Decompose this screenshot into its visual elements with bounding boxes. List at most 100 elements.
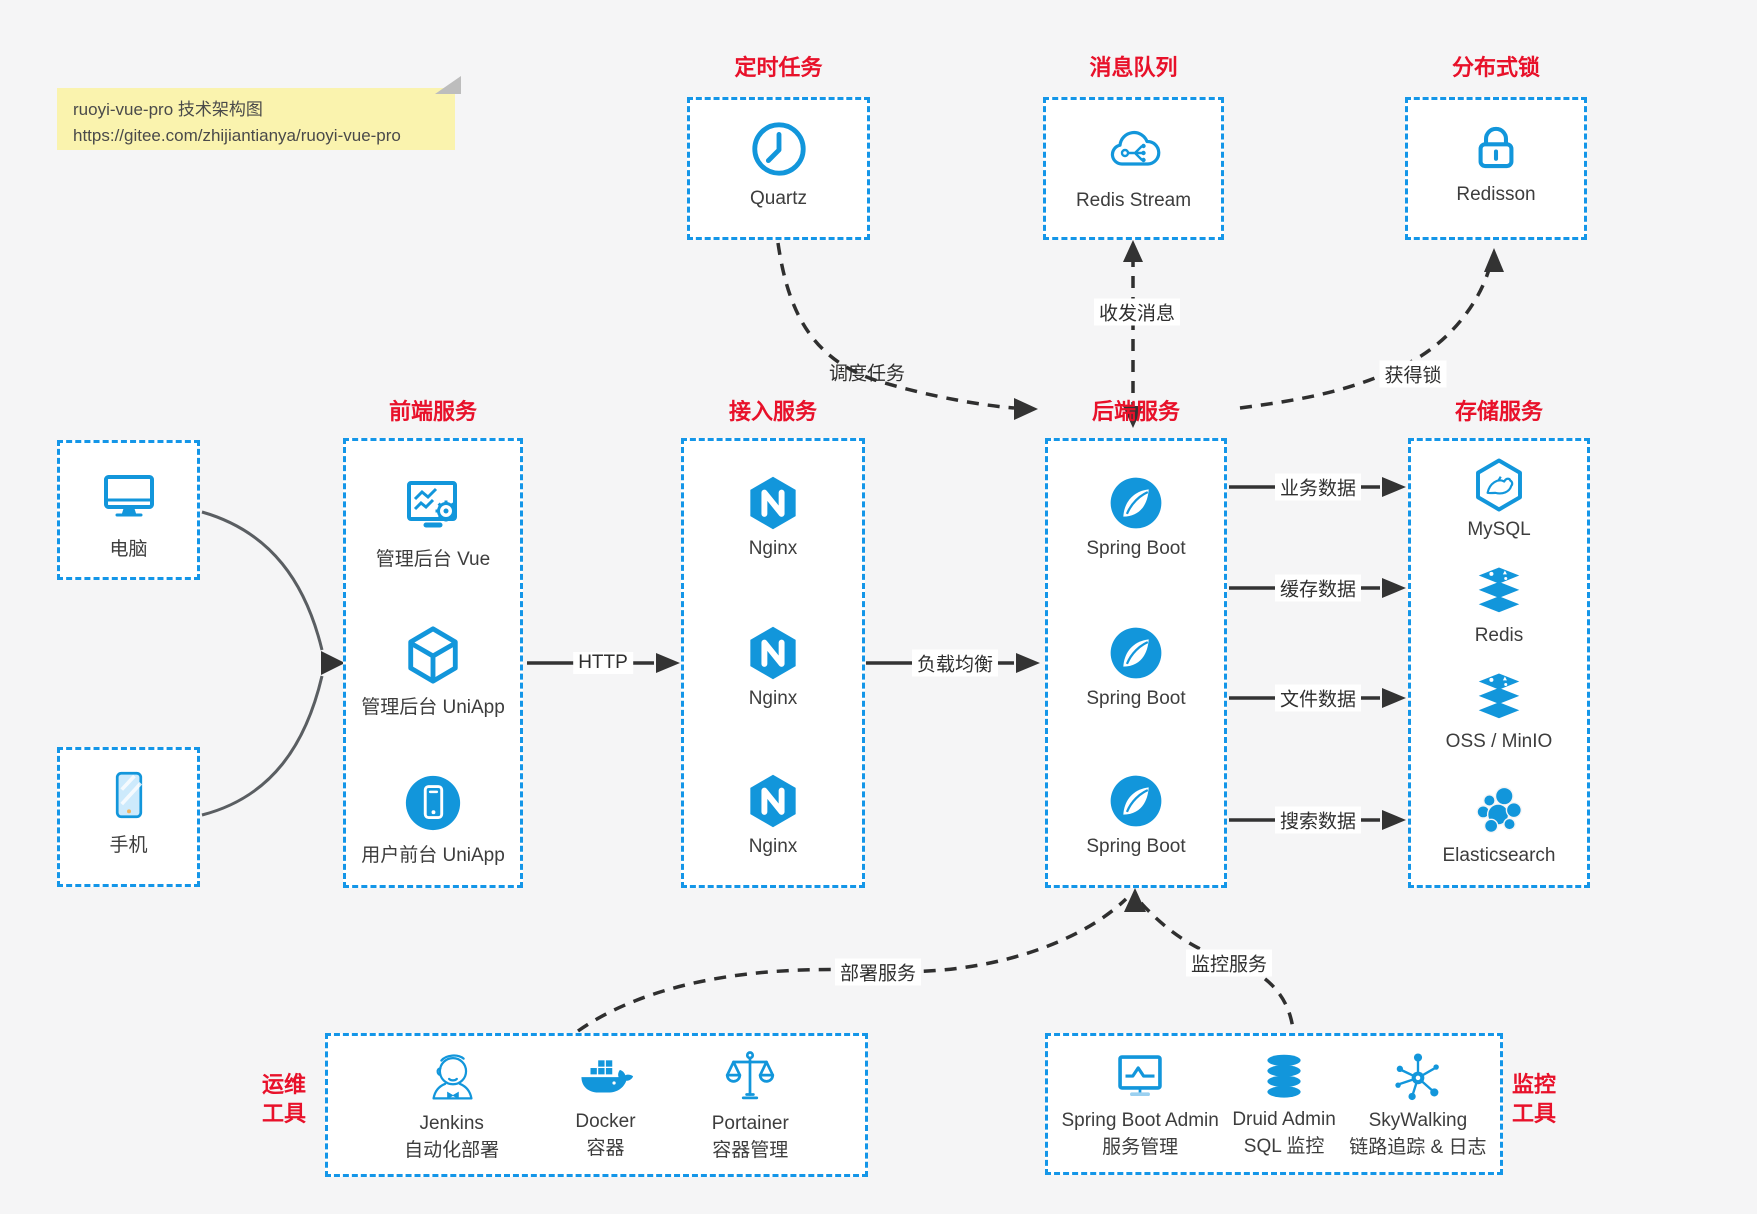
lock-icon bbox=[1467, 118, 1525, 176]
node-label-elasticsearch: Elasticsearch bbox=[1442, 845, 1556, 866]
edge-label-business-data: 业务数据 bbox=[1274, 473, 1362, 501]
sticky-note: ruoyi-vue-pro 技术架构图 https://gitee.com/zh… bbox=[57, 76, 461, 150]
node-sublabel-jenkins: 自动化部署 bbox=[404, 1140, 500, 1161]
client-label-phone: 手机 bbox=[109, 835, 148, 856]
nginx-icon bbox=[744, 474, 802, 532]
node-label-redis-stream: Redis Stream bbox=[1075, 190, 1192, 211]
docker-icon bbox=[576, 1049, 634, 1107]
node-label-mysql: MySQL bbox=[1467, 519, 1531, 540]
node-jenkins: Jenkins 自动化部署 bbox=[404, 1047, 499, 1163]
node-portainer: Portainer 容器管理 bbox=[712, 1047, 789, 1163]
node-user-uniapp: 用户前台 UniApp bbox=[346, 772, 520, 867]
node-label-oss-minio: OSS / MinIO bbox=[1445, 731, 1553, 752]
group-box-backend: Spring Boot Spring Boot Spring Boot bbox=[1045, 438, 1227, 888]
elasticsearch-icon bbox=[1471, 783, 1527, 839]
node-spring-boot-3: Spring Boot bbox=[1048, 772, 1224, 858]
database-icon bbox=[1256, 1049, 1312, 1105]
edge-http-arrowhead bbox=[656, 653, 680, 673]
edge-label-file-data: 文件数据 bbox=[1274, 684, 1362, 712]
group-title-distributed-lock: 分布式锁 bbox=[1451, 55, 1540, 80]
edge-label-cache-data: 缓存数据 bbox=[1274, 574, 1362, 602]
group-title-gateway: 接入服务 bbox=[728, 399, 817, 424]
spring-boot-icon bbox=[1107, 772, 1165, 830]
node-mysql: MySQL bbox=[1411, 457, 1587, 541]
spring-boot-icon bbox=[1107, 624, 1165, 682]
storage-stack-icon bbox=[1472, 671, 1526, 725]
ops-title-line1: 运维 bbox=[261, 1072, 306, 1097]
client-box-pc: 电脑 bbox=[57, 440, 200, 580]
edge-cache-data-arrowhead bbox=[1382, 578, 1406, 598]
edge-backend-bottom-arrowhead bbox=[1124, 888, 1146, 912]
node-label-skywalking: SkyWalking bbox=[1368, 1110, 1468, 1132]
node-redis: Redis bbox=[1411, 565, 1587, 647]
edge-message-arrowhead-up bbox=[1123, 240, 1143, 262]
edge-message-arrowhead-down bbox=[1123, 406, 1143, 428]
edge-label-search-data: 搜索数据 bbox=[1274, 806, 1362, 834]
group-box-gateway: Nginx Nginx Nginx bbox=[681, 438, 865, 888]
edge-load-balance-arrowhead bbox=[1016, 653, 1040, 673]
node-oss-minio: OSS / MinIO bbox=[1411, 671, 1587, 753]
edge-clients-arrowhead bbox=[321, 651, 345, 675]
desktop-icon bbox=[97, 464, 161, 528]
node-admin-vue: 管理后台 Vue bbox=[346, 474, 520, 571]
spring-boot-icon bbox=[1107, 474, 1165, 532]
group-title-message-queue: 消息队列 bbox=[1089, 55, 1178, 80]
group-title-backend: 后端服务 bbox=[1091, 399, 1180, 424]
note-fold-corner bbox=[435, 76, 461, 94]
skywalking-icon bbox=[1389, 1048, 1447, 1106]
edge-label-schedule-task: 调度任务 bbox=[828, 363, 906, 385]
group-box-distributed-lock: Redisson bbox=[1405, 97, 1587, 240]
group-box-scheduled-jobs: Quartz bbox=[687, 97, 870, 240]
note-title: ruoyi-vue-pro 技术架构图 bbox=[73, 100, 263, 119]
node-label-spring-boot-admin: Spring Boot Admin bbox=[1061, 1110, 1219, 1132]
edge-lock-arrowhead bbox=[1484, 248, 1504, 272]
node-label-admin-vue: 管理后台 Vue bbox=[375, 549, 491, 570]
node-label-spring-boot-3: Spring Boot bbox=[1086, 836, 1186, 857]
ops-title-line2: 工具 bbox=[261, 1101, 306, 1127]
node-sublabel-docker: 容器 bbox=[586, 1138, 625, 1159]
node-label-druid-admin: Druid Admin bbox=[1232, 1109, 1336, 1131]
group-box-message-queue: Redis Stream bbox=[1043, 97, 1224, 240]
edge-label-load-balance: 负载均衡 bbox=[911, 649, 999, 677]
node-label-nginx-2: Nginx bbox=[748, 688, 798, 709]
edge-phone-to-frontend-line bbox=[201, 675, 324, 817]
edge-label-acquire-lock: 获得锁 bbox=[1379, 360, 1447, 388]
node-docker: Docker 容器 bbox=[575, 1049, 636, 1161]
edge-lock-line bbox=[1239, 265, 1492, 410]
node-nginx-2: Nginx bbox=[684, 624, 862, 710]
phone-icon bbox=[100, 766, 158, 824]
node-label-user-uniapp: 用户前台 UniApp bbox=[361, 845, 505, 866]
edge-label-send-receive-message: 收发消息 bbox=[1093, 298, 1181, 326]
client-label-pc: 电脑 bbox=[109, 539, 148, 560]
node-label-jenkins: Jenkins bbox=[419, 1113, 484, 1135]
redis-stack-icon bbox=[1472, 565, 1526, 619]
monitor-title-line2: 工具 bbox=[1512, 1101, 1557, 1127]
node-label-portainer: Portainer bbox=[711, 1113, 789, 1135]
edge-search-data-arrowhead bbox=[1382, 810, 1406, 830]
cube-icon bbox=[402, 624, 464, 686]
node-label-redis: Redis bbox=[1474, 625, 1524, 646]
group-title-scheduled-jobs: 定时任务 bbox=[734, 55, 823, 80]
clock-icon bbox=[748, 118, 810, 180]
node-label-nginx-3: Nginx bbox=[748, 836, 798, 857]
edge-file-data-arrowhead bbox=[1382, 688, 1406, 708]
node-label-admin-uniapp: 管理后台 UniApp bbox=[361, 697, 505, 718]
edge-label-monitor-service: 监控服务 bbox=[1185, 949, 1273, 977]
portainer-icon bbox=[719, 1047, 781, 1109]
node-spring-boot-1: Spring Boot bbox=[1048, 474, 1224, 560]
node-skywalking: SkyWalking 链路追踪 & 日志 bbox=[1349, 1048, 1487, 1160]
node-sublabel-spring-boot-admin: 服务管理 bbox=[1102, 1137, 1179, 1158]
node-sublabel-druid-admin: SQL 监控 bbox=[1243, 1136, 1325, 1157]
node-label-spring-boot-1: Spring Boot bbox=[1086, 538, 1186, 559]
node-nginx-1: Nginx bbox=[684, 474, 862, 560]
node-label-redisson: Redisson bbox=[1456, 184, 1536, 205]
node-sublabel-portainer: 容器管理 bbox=[712, 1140, 789, 1161]
node-druid-admin: Druid Admin SQL 监控 bbox=[1232, 1049, 1336, 1159]
node-label-spring-boot-2: Spring Boot bbox=[1086, 688, 1186, 709]
edge-business-data-arrowhead bbox=[1382, 477, 1406, 497]
client-box-phone: 手机 bbox=[57, 747, 200, 887]
group-title-monitor-tools: 监控 工具 bbox=[1512, 1070, 1584, 1128]
nginx-icon bbox=[744, 772, 802, 830]
nginx-icon bbox=[744, 624, 802, 682]
